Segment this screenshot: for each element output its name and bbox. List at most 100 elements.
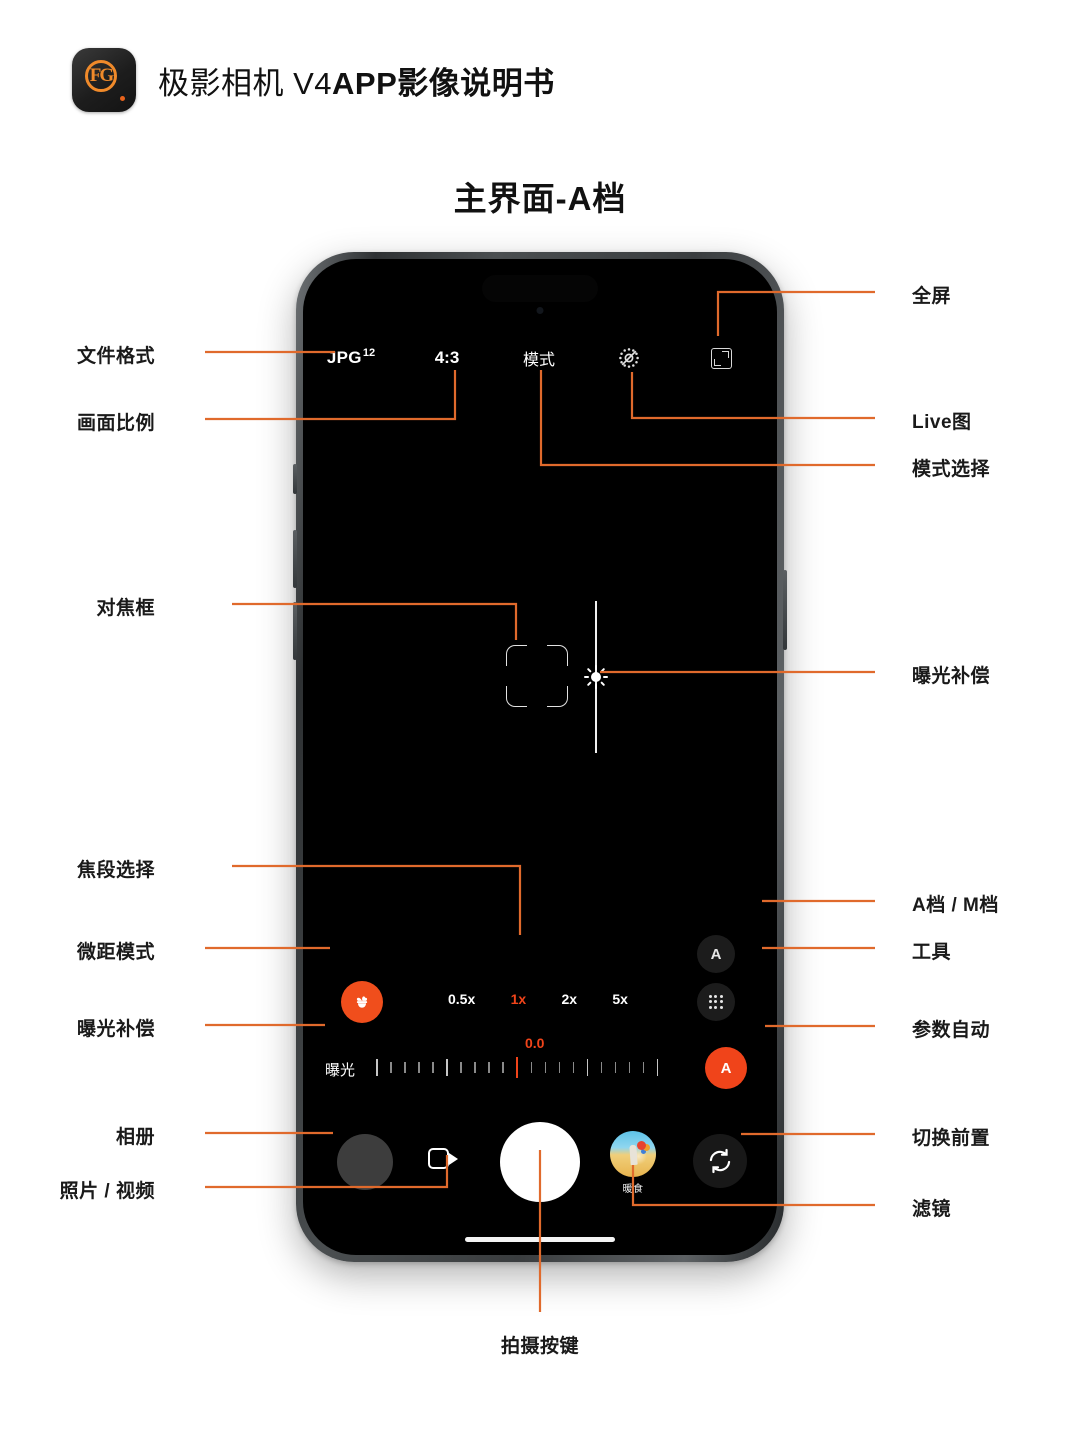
fullscreen-button[interactable] [675, 341, 767, 375]
filter-figure [629, 1144, 638, 1166]
annotation-exposure-compensation-left: 曝光补偿 [76, 1019, 155, 1040]
logo-dot [120, 96, 125, 101]
exposure-tick [376, 1058, 378, 1076]
logo-monogram: FG [89, 65, 114, 86]
focus-corner-tr [547, 645, 568, 666]
macro-mode-button[interactable] [341, 981, 383, 1023]
auto-parameter-button[interactable]: A [705, 1047, 747, 1089]
annotation-tools: 工具 [912, 942, 952, 963]
page-title: 主界面-A档 [453, 180, 627, 217]
sun-ray [600, 667, 606, 673]
logo-ring [85, 60, 117, 92]
aspect-ratio-label: 4:3 [434, 348, 460, 367]
front-camera-dot [536, 307, 544, 314]
exposure-tick [488, 1061, 490, 1073]
exposure-tick [586, 1058, 588, 1076]
exposure-value: 0.0 [525, 1035, 545, 1051]
grid-dot [708, 994, 712, 998]
annotation-file-format: 文件格式 [76, 346, 155, 367]
sun-ray [603, 676, 608, 678]
mode-select-label: 模式 [522, 352, 555, 369]
mode-a-m-button[interactable]: A [697, 935, 735, 973]
annotation-aspect-ratio: 画面比例 [76, 413, 155, 434]
tools-button[interactable] [697, 983, 735, 1021]
exposure-tick [600, 1061, 602, 1073]
mode-select-button[interactable]: 模式 [495, 341, 583, 375]
grid-dot [708, 1005, 712, 1009]
zoom-level-selector[interactable]: 0.5x 1x 2x 5x [448, 991, 628, 1007]
focus-corner-tl [506, 645, 527, 666]
annotation-fullscreen: 全屏 [912, 286, 952, 307]
exposure-tick [628, 1061, 630, 1073]
grid-dot [714, 1005, 718, 1009]
exposure-tick-center [516, 1056, 518, 1078]
exposure-tick [544, 1061, 546, 1073]
sun-ray [586, 681, 592, 687]
exposure-tick [642, 1061, 644, 1073]
header-title: 极影相机 V4 APP影像说明书 [158, 58, 555, 103]
exposure-tick [446, 1058, 448, 1076]
exposure-tick [404, 1061, 406, 1073]
grid-tools-icon [708, 994, 724, 1010]
live-photo-button[interactable] [583, 341, 675, 375]
sun-ray [584, 676, 589, 678]
header-title-light: 极影相机 V4 [158, 65, 333, 101]
exposure-tick [390, 1061, 392, 1073]
volume-up-button [293, 530, 297, 588]
volume-down-button [293, 602, 297, 660]
zoom-level-0[interactable]: 0.5x [448, 991, 476, 1007]
sun-icon[interactable] [584, 665, 608, 689]
grid-dot [714, 994, 718, 998]
exposure-compensation-row: 曝光 0.0 [303, 1035, 777, 1091]
exposure-tick [432, 1061, 434, 1073]
filter-balloon [637, 1141, 646, 1150]
exposure-tick [572, 1061, 574, 1073]
exposure-scale[interactable] [376, 1055, 658, 1079]
photo-video-toggle-button[interactable] [428, 1148, 458, 1170]
focus-corner-bl [506, 686, 527, 707]
exposure-tick [558, 1061, 560, 1073]
annotation-focus-frame: 对焦框 [96, 598, 155, 619]
sun-core [591, 672, 601, 682]
grid-dot [719, 1000, 723, 1004]
sun-ray [586, 667, 592, 673]
file-format-label: JPG [326, 348, 362, 367]
shutter-button[interactable] [500, 1122, 580, 1202]
zoom-level-2[interactable]: 2x [561, 991, 578, 1007]
silent-switch [293, 464, 297, 494]
home-indicator [465, 1237, 615, 1242]
filter-button[interactable]: 暖食 [610, 1131, 656, 1195]
annotation-switch-front: 切换前置 [912, 1128, 991, 1149]
annotation-a-m-mode: A档 / M档 [912, 895, 999, 916]
file-format-bitdepth: 12 [362, 347, 376, 359]
aspect-ratio-button[interactable]: 4:3 [399, 341, 495, 375]
exposure-tick [530, 1061, 532, 1073]
focus-frame[interactable] [506, 645, 568, 707]
dynamic-island [482, 275, 598, 302]
zoom-row: 0.5x 1x 2x 5x A [303, 935, 777, 1023]
zoom-level-1[interactable]: 1x [510, 991, 527, 1007]
zoom-level-3[interactable]: 5x [612, 991, 628, 1007]
annotation-exposure-compensation-right: 曝光补偿 [912, 666, 991, 687]
annotation-photo-video: 照片 / 视频 [59, 1181, 155, 1202]
exposure-tick [502, 1061, 504, 1073]
annotation-shutter-button: 拍摄按键 [500, 1336, 579, 1357]
exposure-tick [614, 1061, 616, 1073]
page-header: FG 极影相机 V4 APP影像说明书 [72, 48, 555, 112]
annotation-filter: 滤镜 [912, 1199, 952, 1220]
header-title-bold: APP影像说明书 [332, 65, 555, 101]
annotation-macro-mode: 微距模式 [76, 942, 155, 963]
grid-dot [719, 994, 723, 998]
grid-dot [714, 1000, 718, 1004]
flip-camera-button[interactable] [693, 1134, 747, 1188]
focus-corner-br [547, 686, 568, 707]
grid-dot [719, 1005, 723, 1009]
app-logo-icon: FG [72, 48, 136, 112]
album-button[interactable] [337, 1134, 393, 1190]
exposure-tick [460, 1061, 462, 1073]
video-camera-icon [428, 1148, 449, 1169]
